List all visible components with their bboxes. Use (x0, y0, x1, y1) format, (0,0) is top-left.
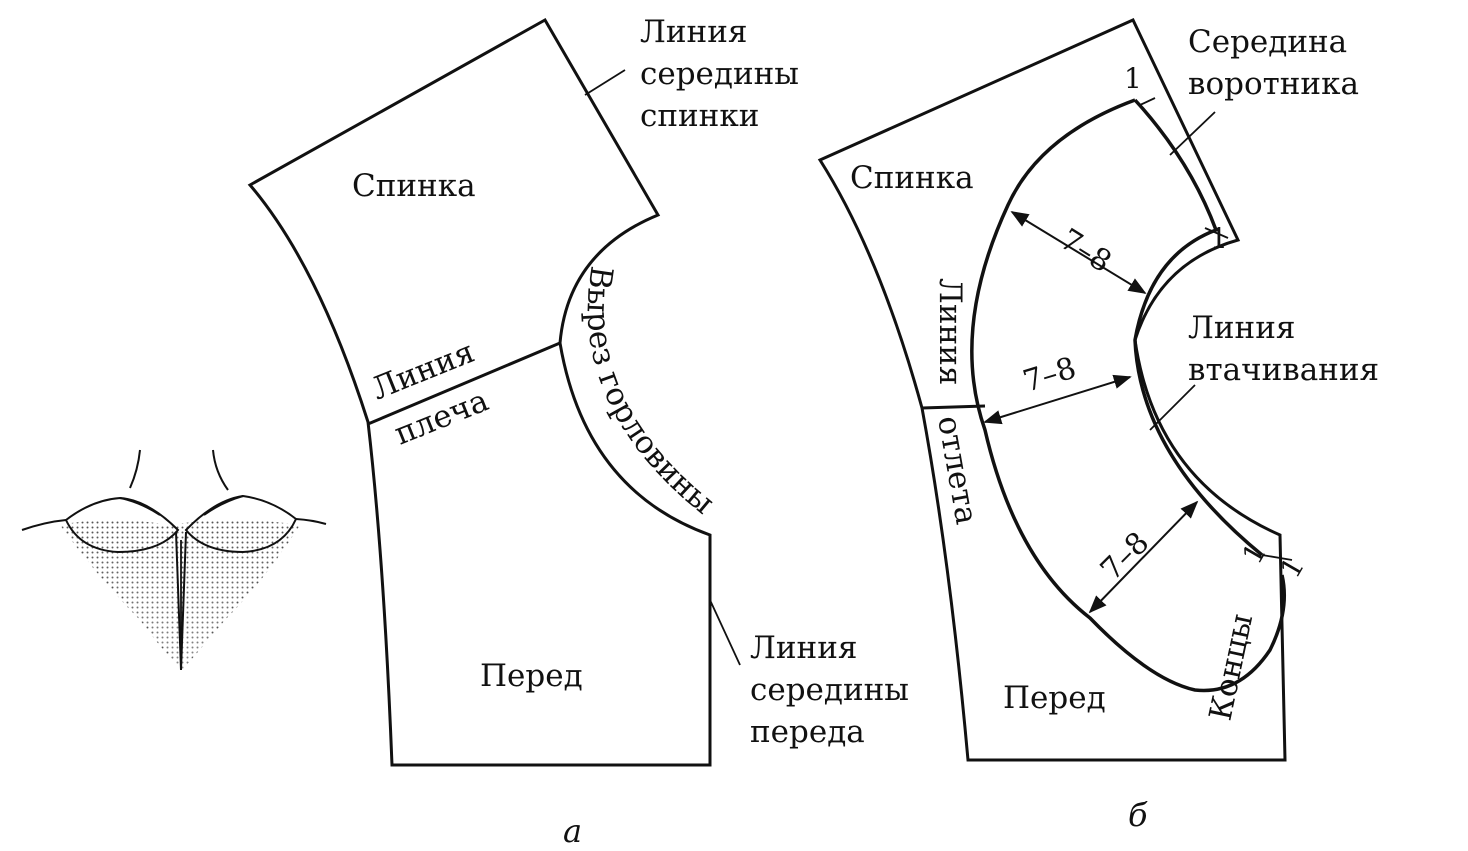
back-label-a: Спинка (352, 168, 476, 204)
back-center-line-3: спинки (640, 98, 759, 134)
collar-seam-line (1133, 98, 1264, 557)
offset-tick-top (1139, 97, 1156, 106)
fold-line-word-1: Линия (932, 278, 968, 385)
width-label-2: 7–8 (1019, 351, 1080, 400)
shoulder-line-a (367, 341, 561, 426)
collar-center-leader (1169, 111, 1216, 156)
caption-b: б (1128, 796, 1148, 834)
panel-b-outline (817, 18, 1287, 762)
collar-illustration (21, 449, 327, 671)
neckline-label: Вырез горловины (580, 264, 722, 522)
back-center-leader (584, 69, 626, 96)
width-arrow-3 (1088, 500, 1199, 614)
caption-a: а (563, 812, 582, 850)
collar-left-leaf (64, 496, 180, 554)
offset-mark-1: 1 (1124, 62, 1142, 95)
offset-tick-bottom (1261, 554, 1293, 561)
front-label-b: Перед (1003, 680, 1106, 716)
collar-stand-left (119, 497, 161, 516)
ends-label: Концы (1203, 611, 1261, 724)
front-center-line-1: Линия (750, 630, 857, 666)
seam-line-2: втачивания (1188, 352, 1379, 388)
offset-mark-2: 1 (1210, 222, 1228, 255)
seam-line-1: Линия (1188, 310, 1295, 346)
neck-left (129, 449, 141, 489)
shoulder-shading-fade (60, 525, 300, 670)
back-label-b: Спинка (850, 160, 974, 196)
collar-center-1: Середина (1188, 24, 1347, 60)
shoulder-left (21, 519, 67, 531)
collar-stand-right (203, 495, 244, 516)
width-arrow-2 (983, 374, 1132, 425)
offset-tick-right (1204, 227, 1229, 239)
panel-a: Спинка Перед Линия середины спинки Линия… (247, 14, 909, 850)
width-label-3: 7–8 (1094, 525, 1156, 587)
front-placket (175, 531, 187, 671)
fold-line-tick (921, 404, 986, 410)
front-center-line-2: середины (750, 672, 909, 708)
offset-mark-4: 1 (1273, 552, 1310, 584)
width-arrow-1 (1010, 211, 1147, 294)
offset-mark-3: 1 (1235, 538, 1272, 570)
seam-line-leader (1149, 384, 1196, 431)
back-center-line-2: середины (640, 56, 799, 92)
back-center-line-1: Линия (640, 14, 747, 50)
panel-b: Спинка Перед Середина воротника Линия вт… (817, 18, 1379, 834)
shoulder-right (295, 518, 327, 525)
front-center-leader (709, 599, 741, 666)
collar-outer-edge (970, 98, 1286, 693)
collar-right-leaf (184, 494, 298, 554)
panel-a-outline (247, 17, 712, 767)
front-center-line-3: переда (750, 714, 865, 750)
front-label-a: Перед (480, 658, 583, 694)
neck-right (212, 449, 229, 491)
collar-center-2: воротника (1188, 66, 1359, 102)
